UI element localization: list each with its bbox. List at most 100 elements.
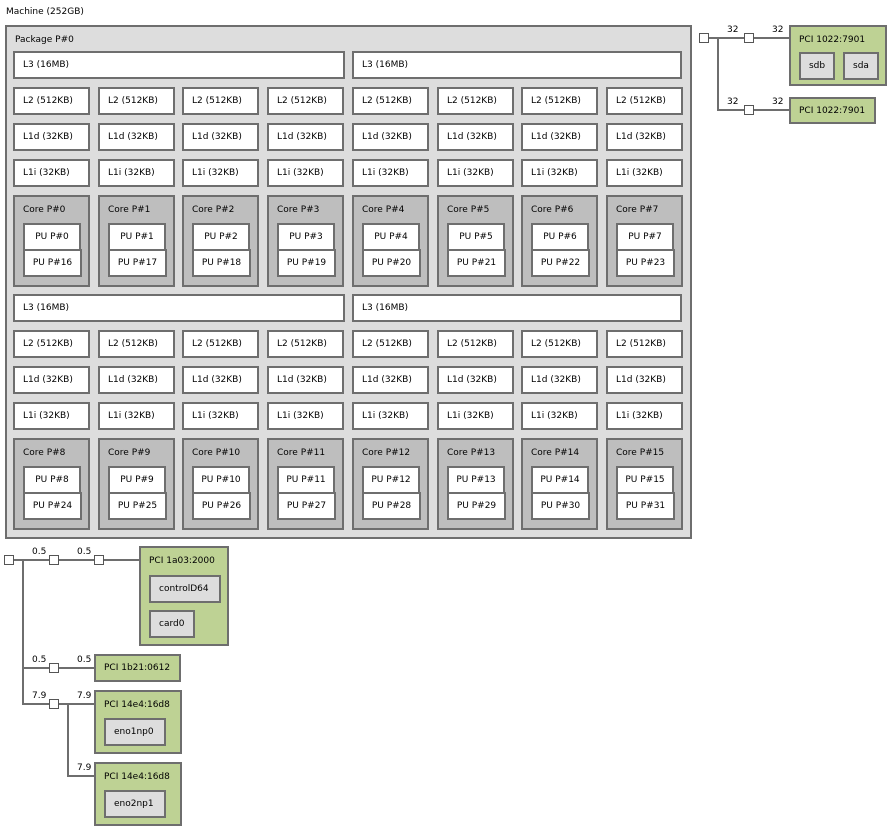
processing-unit[interactable]: PU P#3 — [277, 223, 335, 251]
pci-bridge[interactable] — [49, 555, 59, 565]
l1i-cache[interactable]: L1i (32KB) — [182, 159, 259, 187]
processing-unit[interactable]: PU P#5 — [447, 223, 505, 251]
net-device-eno2np1[interactable]: eno2np1 — [104, 790, 166, 818]
l1i-cache[interactable]: L1i (32KB) — [521, 159, 598, 187]
processing-unit[interactable]: PU P#16 — [23, 249, 82, 277]
processing-unit[interactable]: PU P#28 — [362, 492, 421, 520]
l1i-cache[interactable]: L1i (32KB) — [13, 402, 90, 430]
l1i-cache[interactable]: L1i (32KB) — [98, 159, 175, 187]
l1d-cache[interactable]: L1d (32KB) — [182, 366, 259, 394]
processing-unit[interactable]: PU P#8 — [23, 466, 81, 494]
processing-unit[interactable]: PU P#14 — [531, 466, 589, 494]
processing-unit[interactable]: PU P#31 — [616, 492, 675, 520]
l1i-cache[interactable]: L1i (32KB) — [267, 159, 344, 187]
l1d-cache[interactable]: L1d (32KB) — [521, 366, 598, 394]
pci-device-nic[interactable]: PCI 14e4:16d8 eno1np0 — [94, 690, 182, 754]
pci-bridge-right-1[interactable] — [744, 33, 754, 43]
processing-unit[interactable]: PU P#4 — [362, 223, 420, 251]
pci-device-sata[interactable]: PCI 1b21:0612 — [94, 654, 181, 682]
processing-unit[interactable]: PU P#23 — [616, 249, 675, 277]
l2-cache[interactable]: L2 (512KB) — [437, 330, 514, 358]
processing-unit[interactable]: PU P#21 — [447, 249, 506, 277]
pci-bridge[interactable] — [49, 699, 59, 709]
l3-cache[interactable]: L3 (16MB) — [352, 294, 682, 322]
l1d-cache[interactable]: L1d (32KB) — [182, 123, 259, 151]
l2-cache[interactable]: L2 (512KB) — [182, 87, 259, 115]
processing-unit[interactable]: PU P#10 — [192, 466, 250, 494]
pci-device-gpu[interactable]: PCI 1a03:2000 controlD64 card0 — [139, 546, 229, 646]
processing-unit[interactable]: PU P#19 — [277, 249, 336, 277]
l2-cache[interactable]: L2 (512KB) — [521, 330, 598, 358]
processing-unit[interactable]: PU P#15 — [616, 466, 674, 494]
pci-bridge[interactable] — [94, 555, 104, 565]
l2-cache[interactable]: L2 (512KB) — [606, 330, 683, 358]
l1i-cache[interactable]: L1i (32KB) — [267, 402, 344, 430]
l1d-cache[interactable]: L1d (32KB) — [267, 123, 344, 151]
l1d-cache[interactable]: L1d (32KB) — [606, 123, 683, 151]
l3-cache[interactable]: L3 (16MB) — [13, 294, 345, 322]
processing-unit[interactable]: PU P#30 — [531, 492, 590, 520]
processing-unit[interactable]: PU P#24 — [23, 492, 82, 520]
l2-cache[interactable]: L2 (512KB) — [267, 330, 344, 358]
l2-cache[interactable]: L2 (512KB) — [98, 87, 175, 115]
l2-cache[interactable]: L2 (512KB) — [182, 330, 259, 358]
processing-unit[interactable]: PU P#9 — [108, 466, 166, 494]
block-device-sda[interactable]: sda — [843, 52, 879, 80]
l1d-cache[interactable]: L1d (32KB) — [437, 123, 514, 151]
gpu-device-card0[interactable]: card0 — [149, 610, 195, 638]
l2-cache[interactable]: L2 (512KB) — [98, 330, 175, 358]
l2-cache[interactable]: L2 (512KB) — [267, 87, 344, 115]
processing-unit[interactable]: PU P#6 — [531, 223, 589, 251]
processing-unit[interactable]: PU P#29 — [447, 492, 506, 520]
pci-bridge[interactable] — [49, 663, 59, 673]
l2-cache[interactable]: L2 (512KB) — [521, 87, 598, 115]
block-device-sdb[interactable]: sdb — [799, 52, 835, 80]
l1i-cache[interactable]: L1i (32KB) — [437, 159, 514, 187]
l1d-cache[interactable]: L1d (32KB) — [98, 123, 175, 151]
l2-cache[interactable]: L2 (512KB) — [13, 87, 90, 115]
l1d-cache[interactable]: L1d (32KB) — [13, 123, 90, 151]
l1d-cache[interactable]: L1d (32KB) — [606, 366, 683, 394]
host-bridge-right[interactable] — [699, 33, 709, 43]
net-device-eno1np0[interactable]: eno1np0 — [104, 718, 166, 746]
l2-cache[interactable]: L2 (512KB) — [606, 87, 683, 115]
processing-unit[interactable]: PU P#12 — [362, 466, 420, 494]
l1d-cache[interactable]: L1d (32KB) — [352, 123, 429, 151]
l1i-cache[interactable]: L1i (32KB) — [182, 402, 259, 430]
processing-unit[interactable]: PU P#7 — [616, 223, 674, 251]
l1i-cache[interactable]: L1i (32KB) — [521, 402, 598, 430]
processing-unit[interactable]: PU P#18 — [192, 249, 251, 277]
processing-unit[interactable]: PU P#11 — [277, 466, 335, 494]
l2-cache[interactable]: L2 (512KB) — [352, 330, 429, 358]
processing-unit[interactable]: PU P#26 — [192, 492, 251, 520]
processing-unit[interactable]: PU P#0 — [23, 223, 81, 251]
processing-unit[interactable]: PU P#27 — [277, 492, 336, 520]
pci-device-nic[interactable]: PCI 14e4:16d8 eno2np1 — [94, 762, 182, 826]
host-bridge-bottom[interactable] — [4, 555, 14, 565]
l1d-cache[interactable]: L1d (32KB) — [521, 123, 598, 151]
l1d-cache[interactable]: L1d (32KB) — [437, 366, 514, 394]
gpu-device-controlD64[interactable]: controlD64 — [149, 575, 221, 603]
l1d-cache[interactable]: L1d (32KB) — [98, 366, 175, 394]
l1i-cache[interactable]: L1i (32KB) — [13, 159, 90, 187]
pci-device[interactable]: PCI 1022:7901 sdb sda — [789, 25, 887, 86]
l1i-cache[interactable]: L1i (32KB) — [352, 159, 429, 187]
l2-cache[interactable]: L2 (512KB) — [437, 87, 514, 115]
l2-cache[interactable]: L2 (512KB) — [352, 87, 429, 115]
processing-unit[interactable]: PU P#25 — [108, 492, 167, 520]
processing-unit[interactable]: PU P#20 — [362, 249, 421, 277]
l1i-cache[interactable]: L1i (32KB) — [98, 402, 175, 430]
